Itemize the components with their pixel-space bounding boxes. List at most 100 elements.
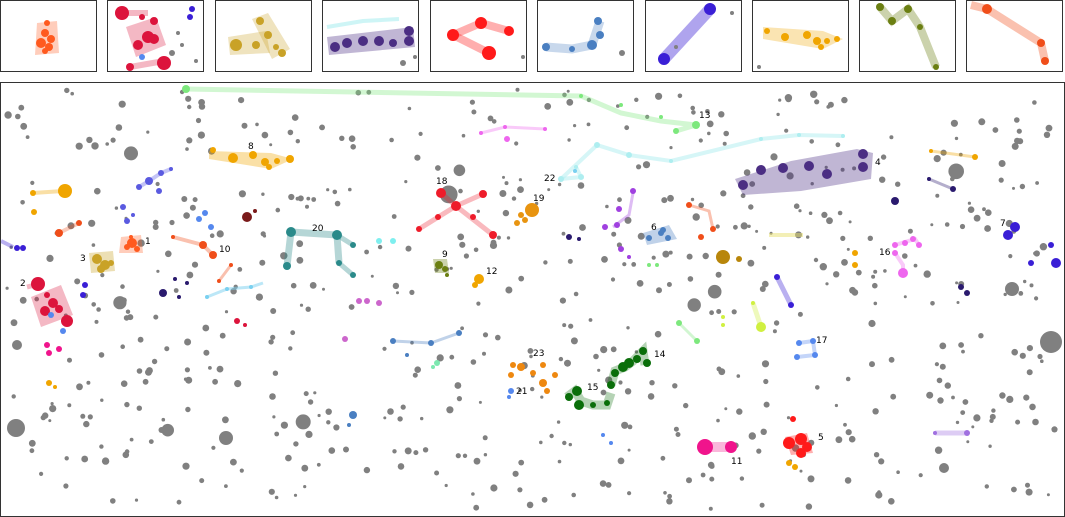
- background-star: [198, 99, 206, 106]
- constellation-15[interactable]: 15: [564, 383, 616, 410]
- background-star: [837, 210, 843, 216]
- constellation-11[interactable]: 11: [697, 439, 742, 467]
- background-star: [810, 90, 818, 99]
- background-star: [873, 301, 878, 306]
- background-star: [645, 114, 650, 119]
- background-star: [940, 149, 947, 156]
- constellation-10[interactable]: 10: [171, 235, 231, 259]
- background-star: [1023, 394, 1030, 401]
- background-star: [274, 495, 279, 500]
- constellation-19[interactable]: 19: [514, 194, 545, 226]
- constellation-18[interactable]: 18: [416, 177, 497, 239]
- thumbnail-7-graphic: [658, 3, 734, 65]
- background-star: [666, 498, 673, 505]
- background-star: [189, 204, 196, 211]
- background-star: [18, 104, 25, 111]
- background-star: [577, 182, 585, 189]
- background-star: [651, 255, 656, 260]
- background-star: [890, 393, 897, 400]
- background-star: [290, 282, 297, 289]
- background-star: [973, 214, 981, 222]
- constellation-4[interactable]: 4: [735, 149, 881, 195]
- background-star: [334, 200, 341, 207]
- constellation-14[interactable]: 14: [606, 341, 666, 389]
- background-star: [807, 475, 815, 483]
- constellation-9[interactable]: 9: [433, 250, 449, 277]
- background-star: [137, 239, 145, 247]
- constellation-21[interactable]: 21: [507, 387, 527, 399]
- constellation-23[interactable]: 23: [508, 349, 558, 394]
- constellation-8[interactable]: 8: [209, 142, 294, 170]
- background-star: [634, 97, 639, 103]
- background-star: [124, 146, 138, 161]
- background-star: [934, 362, 940, 367]
- constellation-7[interactable]: 7: [1000, 219, 1061, 268]
- thumbnail-1[interactable]: [0, 0, 97, 72]
- thumbnail-2[interactable]: [107, 0, 204, 72]
- constellation-5[interactable]: 5: [783, 416, 824, 470]
- background-star: [219, 332, 226, 339]
- constellation-3[interactable]: 3: [80, 251, 115, 273]
- background-star: [414, 154, 421, 161]
- background-star: [907, 228, 913, 234]
- background-star: [808, 211, 813, 215]
- thumbnail-3[interactable]: [215, 0, 312, 72]
- star-map-canvas: 13 22 4 8 18: [1, 85, 1062, 511]
- background-star: [1043, 131, 1051, 138]
- star-map-panel[interactable]: 13 22 4 8 18: [0, 82, 1065, 517]
- background-star: [454, 382, 462, 389]
- background-star: [955, 420, 960, 425]
- background-star: [339, 135, 345, 141]
- constellation-2[interactable]: 2: [20, 277, 73, 334]
- thumbnail-6[interactable]: [537, 0, 634, 72]
- background-star: [120, 284, 125, 289]
- background-star: [954, 136, 959, 141]
- constellation-1[interactable]: 1: [119, 235, 151, 253]
- background-star: [418, 131, 423, 136]
- background-star: [11, 394, 16, 399]
- background-star: [14, 113, 21, 120]
- background-star: [211, 445, 216, 450]
- background-star: [129, 437, 134, 442]
- background-star: [151, 358, 158, 365]
- thumbnail-4[interactable]: [322, 0, 419, 72]
- thumbnail-10[interactable]: [966, 0, 1063, 72]
- background-star: [593, 353, 599, 360]
- background-star: [110, 498, 116, 504]
- background-star: [75, 142, 83, 150]
- background-star: [570, 337, 578, 345]
- background-star: [1025, 488, 1033, 496]
- background-star: [939, 342, 947, 350]
- background-star: [268, 488, 275, 495]
- background-star: [76, 383, 83, 391]
- background-star: [662, 250, 670, 258]
- thumbnail-8[interactable]: [752, 0, 849, 72]
- background-star: [269, 143, 273, 147]
- background-star: [642, 161, 651, 169]
- background-star: [599, 480, 607, 487]
- constellation-16[interactable]: 16: [879, 236, 922, 278]
- constellation-20[interactable]: 20: [283, 224, 356, 278]
- background-star: [1026, 369, 1033, 376]
- constellation-6[interactable]: 6: [643, 223, 677, 245]
- thumbnail-1-graphic: [35, 20, 59, 55]
- constellation-17[interactable]: 17: [794, 336, 827, 360]
- background-star: [700, 472, 706, 478]
- thumbnail-7[interactable]: [645, 0, 742, 72]
- background-star: [164, 346, 170, 352]
- constellation-13[interactable]: 13: [182, 85, 710, 134]
- background-star: [173, 288, 179, 293]
- constellation-14-label: 14: [654, 350, 666, 360]
- background-star: [458, 188, 463, 194]
- thumbnail-5[interactable]: [430, 0, 527, 72]
- background-star: [326, 188, 330, 192]
- constellation-22[interactable]: 22: [544, 132, 845, 184]
- background-star: [835, 436, 843, 444]
- background-star: [793, 203, 800, 209]
- background-star: [434, 470, 440, 476]
- thumbnail-9[interactable]: [859, 0, 956, 72]
- background-star: [142, 378, 149, 385]
- background-star: [749, 181, 756, 187]
- background-star: [1018, 291, 1024, 296]
- constellation-12[interactable]: 12: [472, 267, 497, 288]
